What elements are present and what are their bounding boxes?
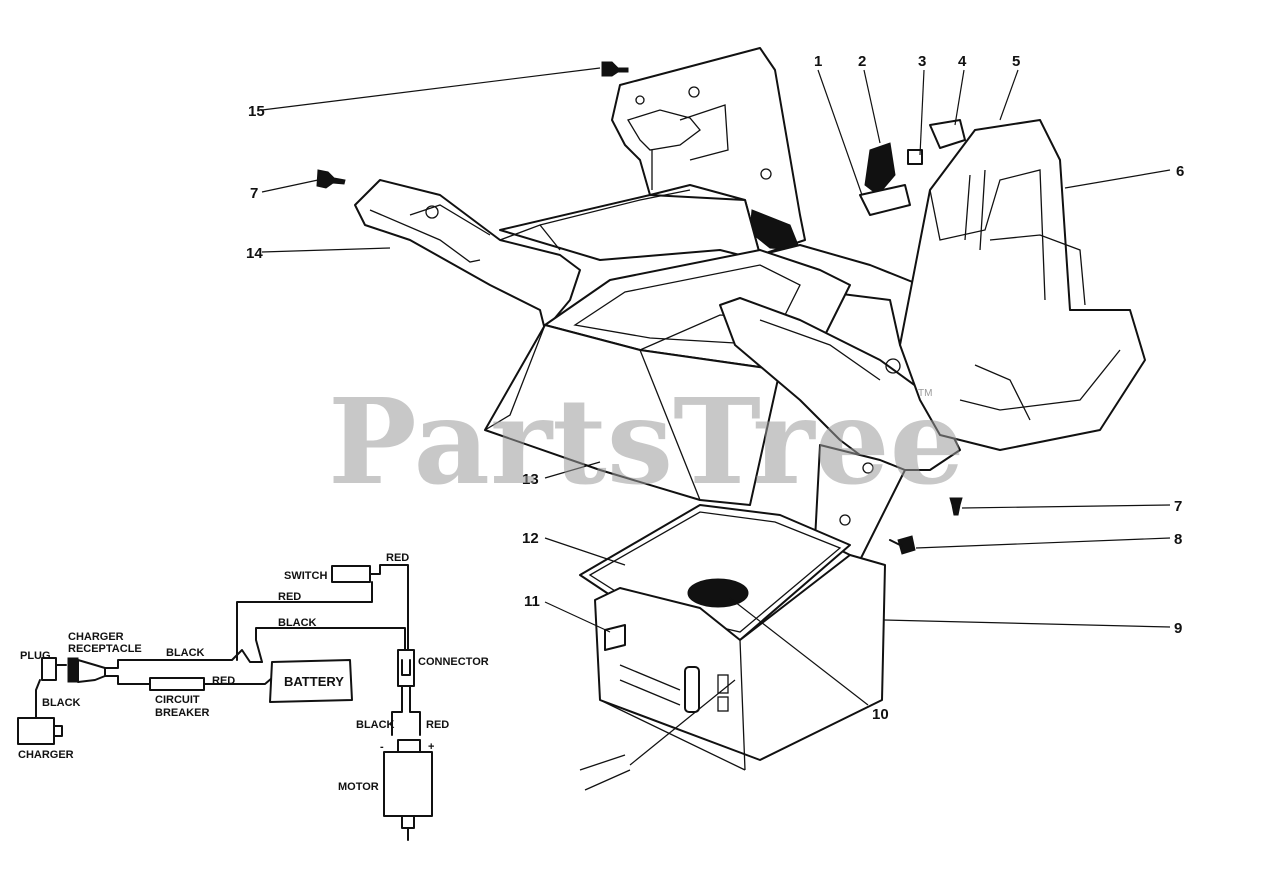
watermark-text: PartsTree: [328, 372, 965, 511]
callout-12: 12: [522, 530, 539, 547]
wiring-diagram: PLUG CHARGER RECEPTACLE BLACK CHARGER BL…: [17, 552, 489, 841]
label-charger-receptacle-2: RECEPTACLE: [68, 643, 142, 655]
connector-icon: [397, 649, 415, 687]
screws: [316, 61, 963, 555]
callout-15: 15: [248, 103, 265, 120]
watermark: PartsTree TM: [328, 372, 965, 511]
handle-arm-right: [719, 297, 961, 561]
label-circuit: CIRCUIT: [155, 694, 200, 706]
callout-numbers: 15 7 14 1 2 3 4 5 6 7 8 9 10 11 12 13: [246, 53, 1184, 723]
label-battery: BATTERY: [284, 674, 344, 689]
label-plus: +: [428, 741, 434, 753]
label-red-top: RED: [386, 552, 409, 564]
motor-terminal: [397, 739, 421, 753]
callout-9: 9: [1174, 620, 1182, 637]
leader-lines: [261, 67, 1171, 766]
label-black-top: BLACK: [278, 617, 317, 629]
label-black-motor: BLACK: [356, 719, 395, 731]
battery-icon: [269, 659, 353, 703]
callout-11: 11: [524, 593, 540, 610]
label-minus: -: [380, 741, 384, 753]
callout-6: 6: [1176, 163, 1184, 180]
callout-7-right: 7: [1174, 498, 1182, 515]
switch-assembly: [859, 119, 966, 216]
callout-2: 2: [858, 53, 866, 70]
switch-icon: [331, 565, 371, 583]
handle-arm-left: [354, 179, 581, 331]
label-charger: CHARGER: [18, 749, 74, 761]
label-black-plug: BLACK: [42, 697, 81, 709]
callout-1: 1: [814, 53, 822, 70]
callout-7-left: 7: [250, 185, 258, 202]
callout-3: 3: [918, 53, 926, 70]
callout-8: 8: [1174, 531, 1182, 548]
callout-5: 5: [1012, 53, 1020, 70]
label-connector: CONNECTOR: [418, 656, 489, 668]
right-frame: [899, 119, 1146, 451]
label-red-switch: RED: [278, 591, 301, 603]
label-charger-receptacle-1: CHARGER: [68, 631, 124, 643]
label-red-breaker: RED: [212, 675, 235, 687]
plug-icon: [41, 657, 57, 681]
label-black-mid: BLACK: [166, 647, 205, 659]
circuit-breaker-icon: [149, 677, 205, 691]
motor-icon: [383, 751, 433, 817]
callout-10: 10: [872, 706, 889, 723]
battery-box: [579, 554, 886, 791]
callout-14: 14: [246, 245, 263, 262]
watermark-tm: TM: [918, 388, 932, 399]
label-plug: PLUG: [20, 650, 51, 662]
label-red-motor: RED: [426, 719, 449, 731]
charger-receptacle-icon: [67, 657, 79, 683]
label-breaker: BREAKER: [155, 707, 209, 719]
callout-4: 4: [958, 53, 967, 70]
callout-13: 13: [522, 471, 539, 488]
label-motor: MOTOR: [338, 781, 379, 793]
charger-box: [17, 717, 55, 745]
label-switch: SWITCH: [284, 570, 327, 582]
